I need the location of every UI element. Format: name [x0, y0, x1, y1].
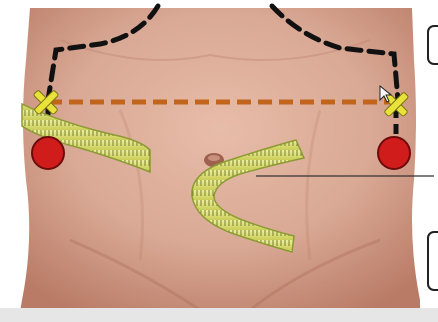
- red-dot-icon: [32, 137, 64, 169]
- bottom-bar: [0, 308, 438, 322]
- navel-highlight: [208, 155, 220, 161]
- callout-box-bottom-right: [428, 232, 438, 290]
- callout-box-top-right: [428, 26, 438, 64]
- red-dot-icon: [378, 137, 410, 169]
